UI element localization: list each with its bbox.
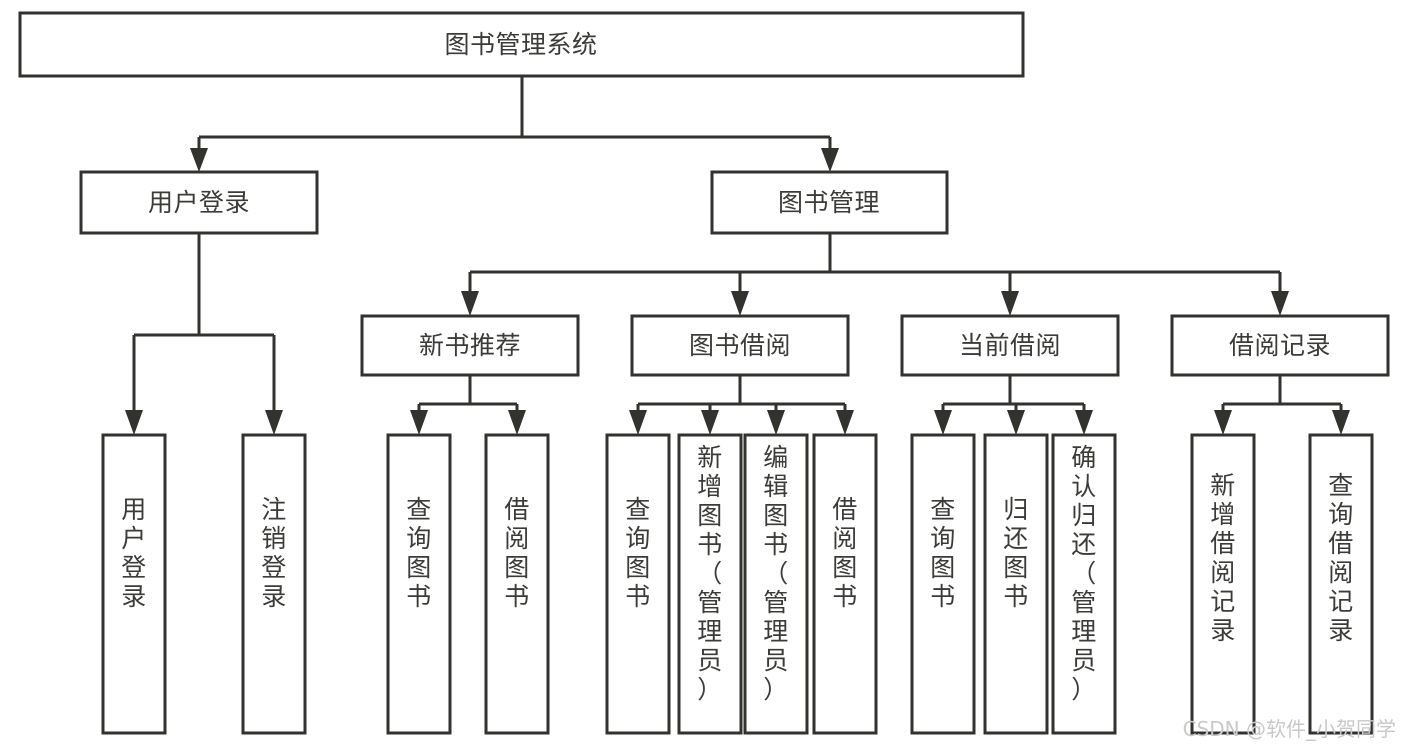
leaf-return-book-label: 归还图书: [1003, 495, 1029, 611]
node-new-book-recommend-box[interactable]: [360, 314, 580, 377]
arrow-new-book-leaf2: [508, 410, 526, 435]
leaf-add-borrow-record-box[interactable]: [1190, 433, 1256, 735]
arrow-current-leaf2: [1007, 410, 1025, 435]
arrow-borrow-leaf3: [767, 410, 785, 435]
leaf-query-book-recommend-label: 查询图书: [406, 495, 432, 611]
watermark-text: CSDN @软件_小贺同学: [1183, 717, 1396, 741]
node-borrow-records[interactable]: 借阅记录: [1170, 314, 1390, 377]
leaf-query-book-recommend-box[interactable]: [386, 433, 452, 735]
leaf-query-borrow-record[interactable]: 查询借阅记录: [1308, 433, 1374, 735]
leaf-query-book-recommend[interactable]: 查询图书: [386, 433, 452, 735]
arrow-borrow-leaf2: [701, 410, 719, 435]
leaf-return-book[interactable]: 归还图书: [983, 433, 1049, 735]
leaf-confirm-return-admin-box[interactable]: [1051, 433, 1117, 735]
leaf-borrow-book-box[interactable]: [812, 433, 878, 735]
arrow-records-leaf1: [1214, 410, 1232, 435]
leaf-node-layer: 用户登录 注销登录 查询图书 借阅图书 查询图书 新增图书（管理员） 编辑图书（…: [101, 433, 1374, 735]
leaf-query-book-borrow-box[interactable]: [605, 433, 671, 735]
arrow-bus-to-new-book: [461, 291, 479, 316]
leaf-query-book-current[interactable]: 查询图书: [910, 433, 976, 735]
leaf-logout-label: 注销登录: [261, 495, 287, 611]
leaf-add-book-admin-box[interactable]: [677, 433, 743, 735]
node-user-login-box[interactable]: [79, 170, 319, 235]
leaf-return-book-box[interactable]: [983, 433, 1049, 735]
leaf-confirm-return-admin-label: 确认归还（管理员）: [1071, 443, 1097, 704]
leaf-borrow-book[interactable]: 借阅图书: [812, 433, 878, 735]
arrow-root-to-book-mgmt: [821, 148, 839, 172]
arrow-bus-to-borrow: [731, 291, 749, 316]
node-book-borrow-label: 图书借阅: [689, 331, 791, 360]
leaf-logout-box[interactable]: [241, 433, 307, 735]
node-current-borrow[interactable]: 当前借阅: [900, 314, 1120, 377]
leaf-query-book-current-label: 查询图书: [930, 495, 956, 611]
leaf-user-login-label: 用户登录: [121, 495, 147, 611]
node-book-management-box[interactable]: [710, 170, 949, 235]
node-book-management[interactable]: 图书管理: [710, 170, 949, 235]
leaf-borrow-book-recommend-box[interactable]: [484, 433, 550, 735]
arrow-user-login-leaf1: [125, 410, 143, 435]
arrow-borrow-leaf4: [836, 410, 854, 435]
leaf-confirm-return-admin[interactable]: 确认归还（管理员）: [1051, 433, 1117, 735]
node-book-management-label: 图书管理: [778, 188, 880, 217]
node-root-system[interactable]: 图书管理系统: [18, 11, 1025, 78]
leaf-query-book-borrow-label: 查询图书: [625, 495, 651, 611]
connector-layer: [125, 76, 1350, 435]
node-new-book-recommend[interactable]: 新书推荐: [360, 314, 580, 377]
leaf-query-borrow-record-label: 查询借阅记录: [1328, 471, 1354, 645]
leaf-edit-book-admin-box[interactable]: [743, 433, 809, 735]
arrow-bus-to-current: [1001, 291, 1019, 316]
leaf-user-login[interactable]: 用户登录: [101, 433, 167, 735]
leaf-add-borrow-record[interactable]: 新增借阅记录: [1190, 433, 1256, 735]
arrow-bus-to-records: [1271, 291, 1289, 316]
node-current-borrow-box[interactable]: [900, 314, 1120, 377]
arrow-new-book-leaf1: [410, 410, 428, 435]
leaf-add-book-admin[interactable]: 新增图书（管理员）: [677, 433, 743, 735]
leaf-logout[interactable]: 注销登录: [241, 433, 307, 735]
arrow-root-to-user-login: [190, 148, 208, 172]
leaf-query-borrow-record-box[interactable]: [1308, 433, 1374, 735]
leaf-edit-book-admin-label: 编辑图书（管理员）: [763, 443, 789, 704]
leaf-add-borrow-record-label: 新增借阅记录: [1210, 471, 1236, 645]
node-user-login-label: 用户登录: [148, 188, 250, 217]
node-borrow-records-label: 借阅记录: [1229, 331, 1331, 360]
arrow-current-leaf3: [1075, 410, 1093, 435]
arrow-current-leaf1: [934, 410, 952, 435]
leaf-borrow-book-recommend[interactable]: 借阅图书: [484, 433, 550, 735]
leaf-edit-book-admin[interactable]: 编辑图书（管理员）: [743, 433, 809, 735]
leaf-borrow-book-recommend-label: 借阅图书: [504, 495, 530, 611]
leaf-user-login-box[interactable]: [101, 433, 167, 735]
arrow-user-login-leaf2: [265, 410, 283, 435]
leaf-add-book-admin-label: 新增图书（管理员）: [697, 443, 723, 704]
node-root-system-box[interactable]: [18, 11, 1025, 78]
leaf-query-book-current-box[interactable]: [910, 433, 976, 735]
leaf-query-book-borrow[interactable]: 查询图书: [605, 433, 671, 735]
node-book-borrow[interactable]: 图书借阅: [630, 314, 850, 377]
node-book-borrow-box[interactable]: [630, 314, 850, 377]
node-current-borrow-label: 当前借阅: [959, 331, 1061, 360]
leaf-borrow-book-label: 借阅图书: [832, 495, 858, 611]
node-borrow-records-box[interactable]: [1170, 314, 1390, 377]
node-root-system-label: 图书管理系统: [444, 30, 597, 59]
node-user-login[interactable]: 用户登录: [79, 170, 319, 235]
node-new-book-recommend-label: 新书推荐: [419, 331, 521, 360]
arrow-borrow-leaf1: [629, 410, 647, 435]
arrow-records-leaf2: [1332, 410, 1350, 435]
